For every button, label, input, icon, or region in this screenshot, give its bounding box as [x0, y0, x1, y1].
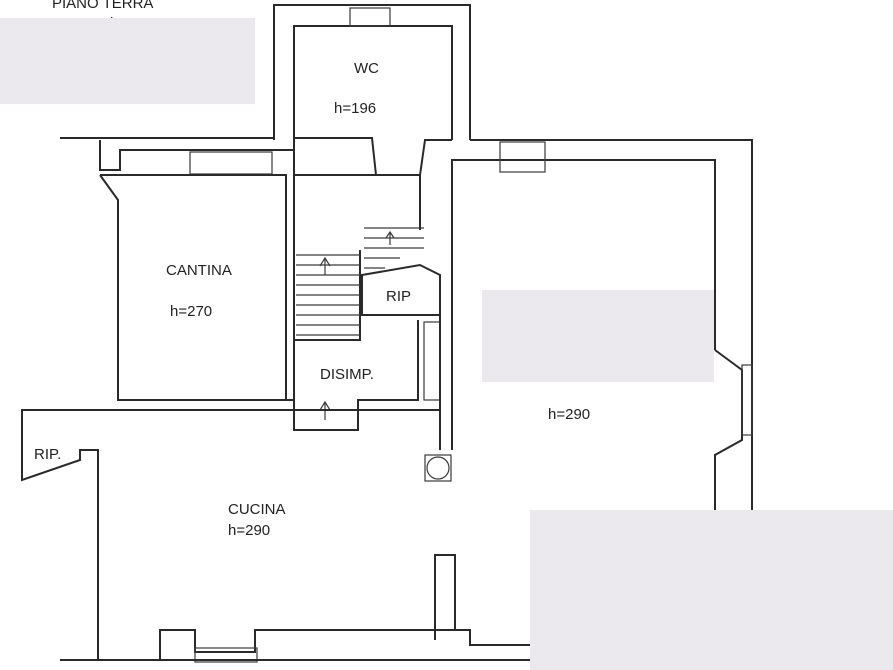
wc-label: WC: [354, 60, 379, 77]
wc-height: h=196: [334, 100, 376, 117]
large-room-side-window: [741, 364, 753, 436]
staircase-treads: [296, 227, 424, 336]
cantina-height: h=270: [170, 303, 212, 320]
redacted-block-center-right: [482, 290, 714, 382]
central-partition: [21, 175, 453, 660]
redacted-block-top-left: [0, 18, 255, 104]
large-room-window: [499, 141, 546, 173]
column-pillar-frame: [424, 454, 452, 482]
cucina-walls: [98, 554, 456, 661]
column-pillar: [426, 456, 450, 480]
cantina-walls: [99, 174, 287, 401]
disimp-wardrobe: [423, 321, 441, 401]
cantina-window: [189, 151, 273, 175]
disimp-label: DISIMP.: [320, 366, 374, 383]
wc-bottom-walls: [294, 137, 452, 176]
cucina-height: h=290: [228, 522, 270, 539]
wc-outer-wall: [273, 4, 471, 140]
rip-stair-label: RIP: [386, 288, 411, 305]
wc-inner-wall: [293, 25, 453, 150]
cucina-window: [194, 647, 258, 663]
wc-vent: [349, 7, 391, 27]
stair-arrow-left: [319, 256, 331, 275]
large-room-right-wall: [714, 349, 743, 510]
rip-left-label: RIP.: [34, 446, 61, 463]
cantina-label: CANTINA: [166, 262, 232, 279]
stair-arrow-right: [385, 230, 395, 245]
plan-title: PIANO TERRA: [52, 0, 153, 12]
redacted-block-bottom-right: [530, 510, 893, 670]
large-room-height: h=290: [548, 406, 590, 423]
north-wall-left: [60, 137, 295, 175]
south-wall: [60, 629, 530, 661]
cucina-label: CUCINA: [228, 501, 286, 518]
disimp-walls: [285, 320, 419, 431]
